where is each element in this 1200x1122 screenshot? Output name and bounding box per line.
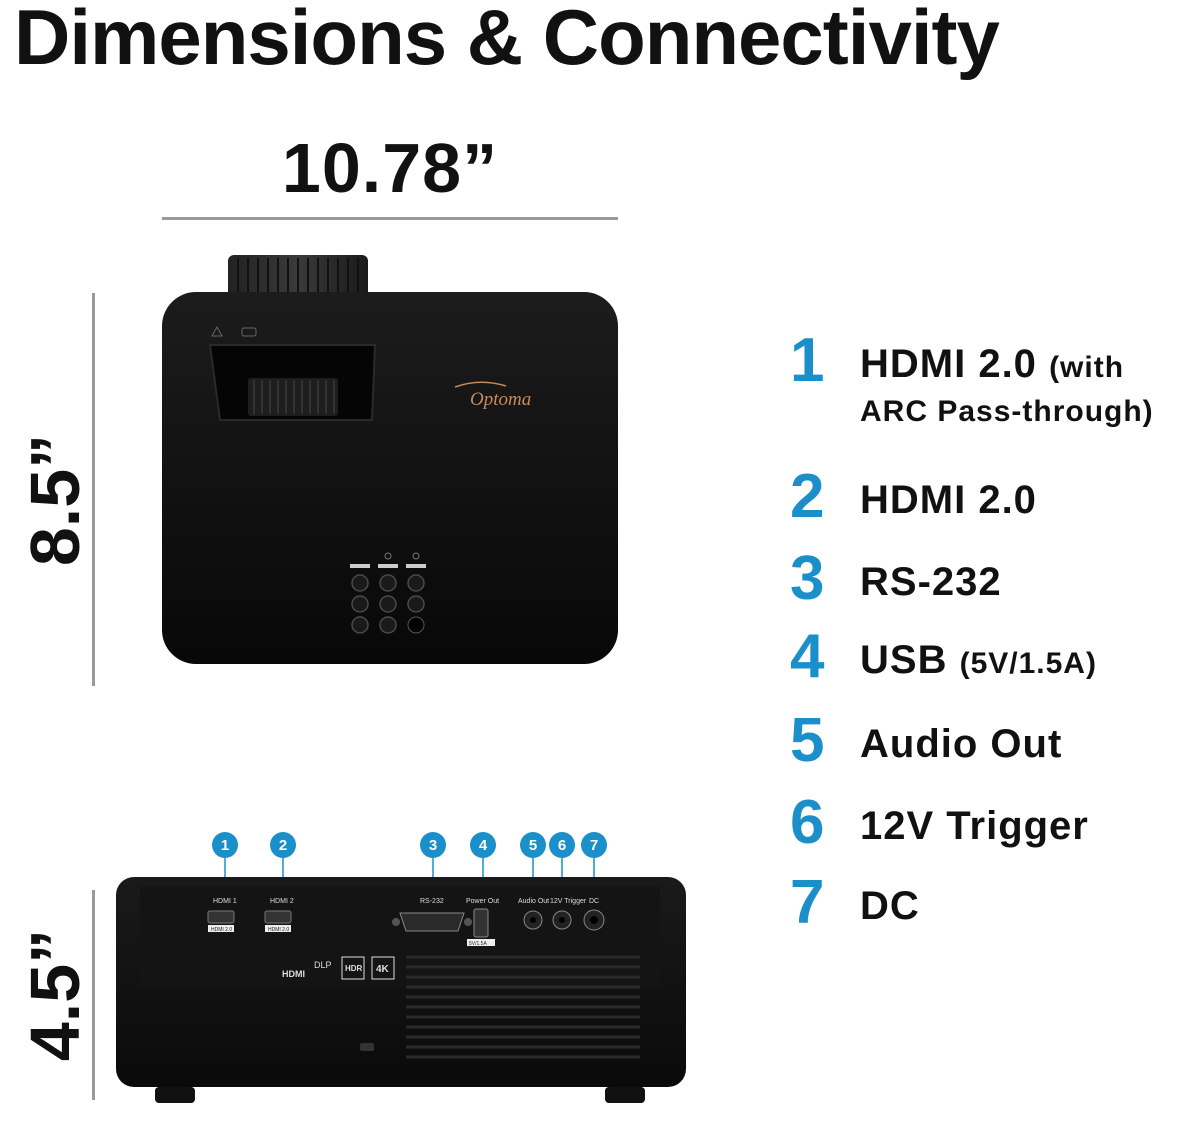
port-badges: 1 2 3 4 5 6 7 (212, 832, 607, 905)
spec-item-7: 7 DC (790, 872, 1200, 934)
svg-text:5V/1.5A: 5V/1.5A (469, 941, 487, 947)
svg-text:RS-232: RS-232 (420, 898, 444, 905)
spec-number: 6 (790, 788, 825, 857)
spec-label: RS-232 (860, 560, 1002, 604)
port-rs232: RS-232 (392, 898, 472, 932)
port-dc: DC (583, 898, 605, 931)
width-dimension-label: 10.78” (281, 129, 499, 207)
spec-label: Audio Out (860, 722, 1063, 766)
spec-number: 4 (790, 622, 825, 691)
spec-number: 3 (790, 544, 825, 613)
certification-logos: HDMI DLP HDR 4K (282, 956, 395, 980)
spec-item-6: 6 12V Trigger (790, 792, 1200, 854)
hdmi-logo: HDMI (282, 969, 305, 979)
control-keypad (350, 552, 426, 634)
port-audio-out: Audio Out (518, 898, 549, 930)
svg-text:12V Trigger: 12V Trigger (550, 898, 587, 905)
badge-1: 1 (221, 837, 229, 854)
port-usb: Power Out 5V/1.5A (466, 898, 499, 947)
badge-3: 3 (429, 837, 437, 854)
svg-text:HDMI 2.0: HDMI 2.0 (268, 927, 289, 933)
port-hdmi-2: HDMI 2 HDMI 2.0 (264, 898, 294, 933)
svg-text:HDMI 1: HDMI 1 (213, 898, 237, 905)
height-dimension-label: 4.5” (16, 928, 94, 1062)
spec-number: 5 (790, 706, 825, 775)
svg-text:Power Out: Power Out (466, 898, 499, 905)
height-dimension-line (92, 890, 95, 1100)
spec-number: 2 (790, 462, 825, 531)
vent-grille (406, 955, 640, 1059)
spec-label: DC (860, 884, 920, 928)
hdr-logo: HDR (345, 964, 363, 973)
security-lock-slot (360, 1043, 374, 1051)
spec-item-3: 3 RS-232 (790, 548, 1200, 610)
svg-text:DC: DC (589, 898, 599, 905)
spec-label: USB (5V/1.5A) (860, 638, 1097, 682)
spec-number: 7 (790, 868, 825, 937)
page-title: Dimensions & Connectivity (14, 0, 1000, 81)
spec-label: HDMI 2.0 (with ARC Pass-through) (860, 342, 1154, 428)
depth-dimension-label: 8.5” (16, 433, 94, 567)
depth-dimension-line (92, 293, 95, 686)
badge-5: 5 (529, 837, 537, 854)
svg-text:HDMI 2: HDMI 2 (270, 898, 294, 905)
dlp-logo: DLP (314, 960, 332, 970)
brand-logo: Optoma (470, 389, 531, 410)
spec-item-2: 2 HDMI 2.0 (790, 466, 1200, 528)
spec-item-4: 4 USB (5V/1.5A) (790, 626, 1200, 688)
badge-4: 4 (479, 837, 488, 854)
port-12v-trigger: 12V Trigger (550, 898, 587, 930)
projector-rear-view: 1 2 3 4 5 6 7 HDMI 1 HDMI 2.0 HDMI 2 HDM… (116, 832, 686, 1103)
spec-number: 1 (790, 326, 825, 395)
projector-top-view: Optoma (162, 255, 618, 664)
spec-label: 12V Trigger (860, 804, 1089, 848)
width-dimension-line (162, 217, 618, 220)
spec-item-5: 5 Audio Out (790, 710, 1200, 772)
4k-logo: 4K (376, 964, 390, 975)
spec-item-1: 1 HDMI 2.0 (with ARC Pass-through) (790, 330, 1200, 430)
badge-2: 2 (279, 837, 287, 854)
spec-label: HDMI 2.0 (860, 478, 1037, 522)
port-hdmi-1: HDMI 1 HDMI 2.0 (207, 898, 237, 933)
svg-text:HDMI 2.0: HDMI 2.0 (211, 927, 232, 933)
svg-text:Audio Out: Audio Out (518, 898, 549, 905)
badge-6: 6 (558, 837, 566, 854)
badge-7: 7 (590, 837, 598, 854)
